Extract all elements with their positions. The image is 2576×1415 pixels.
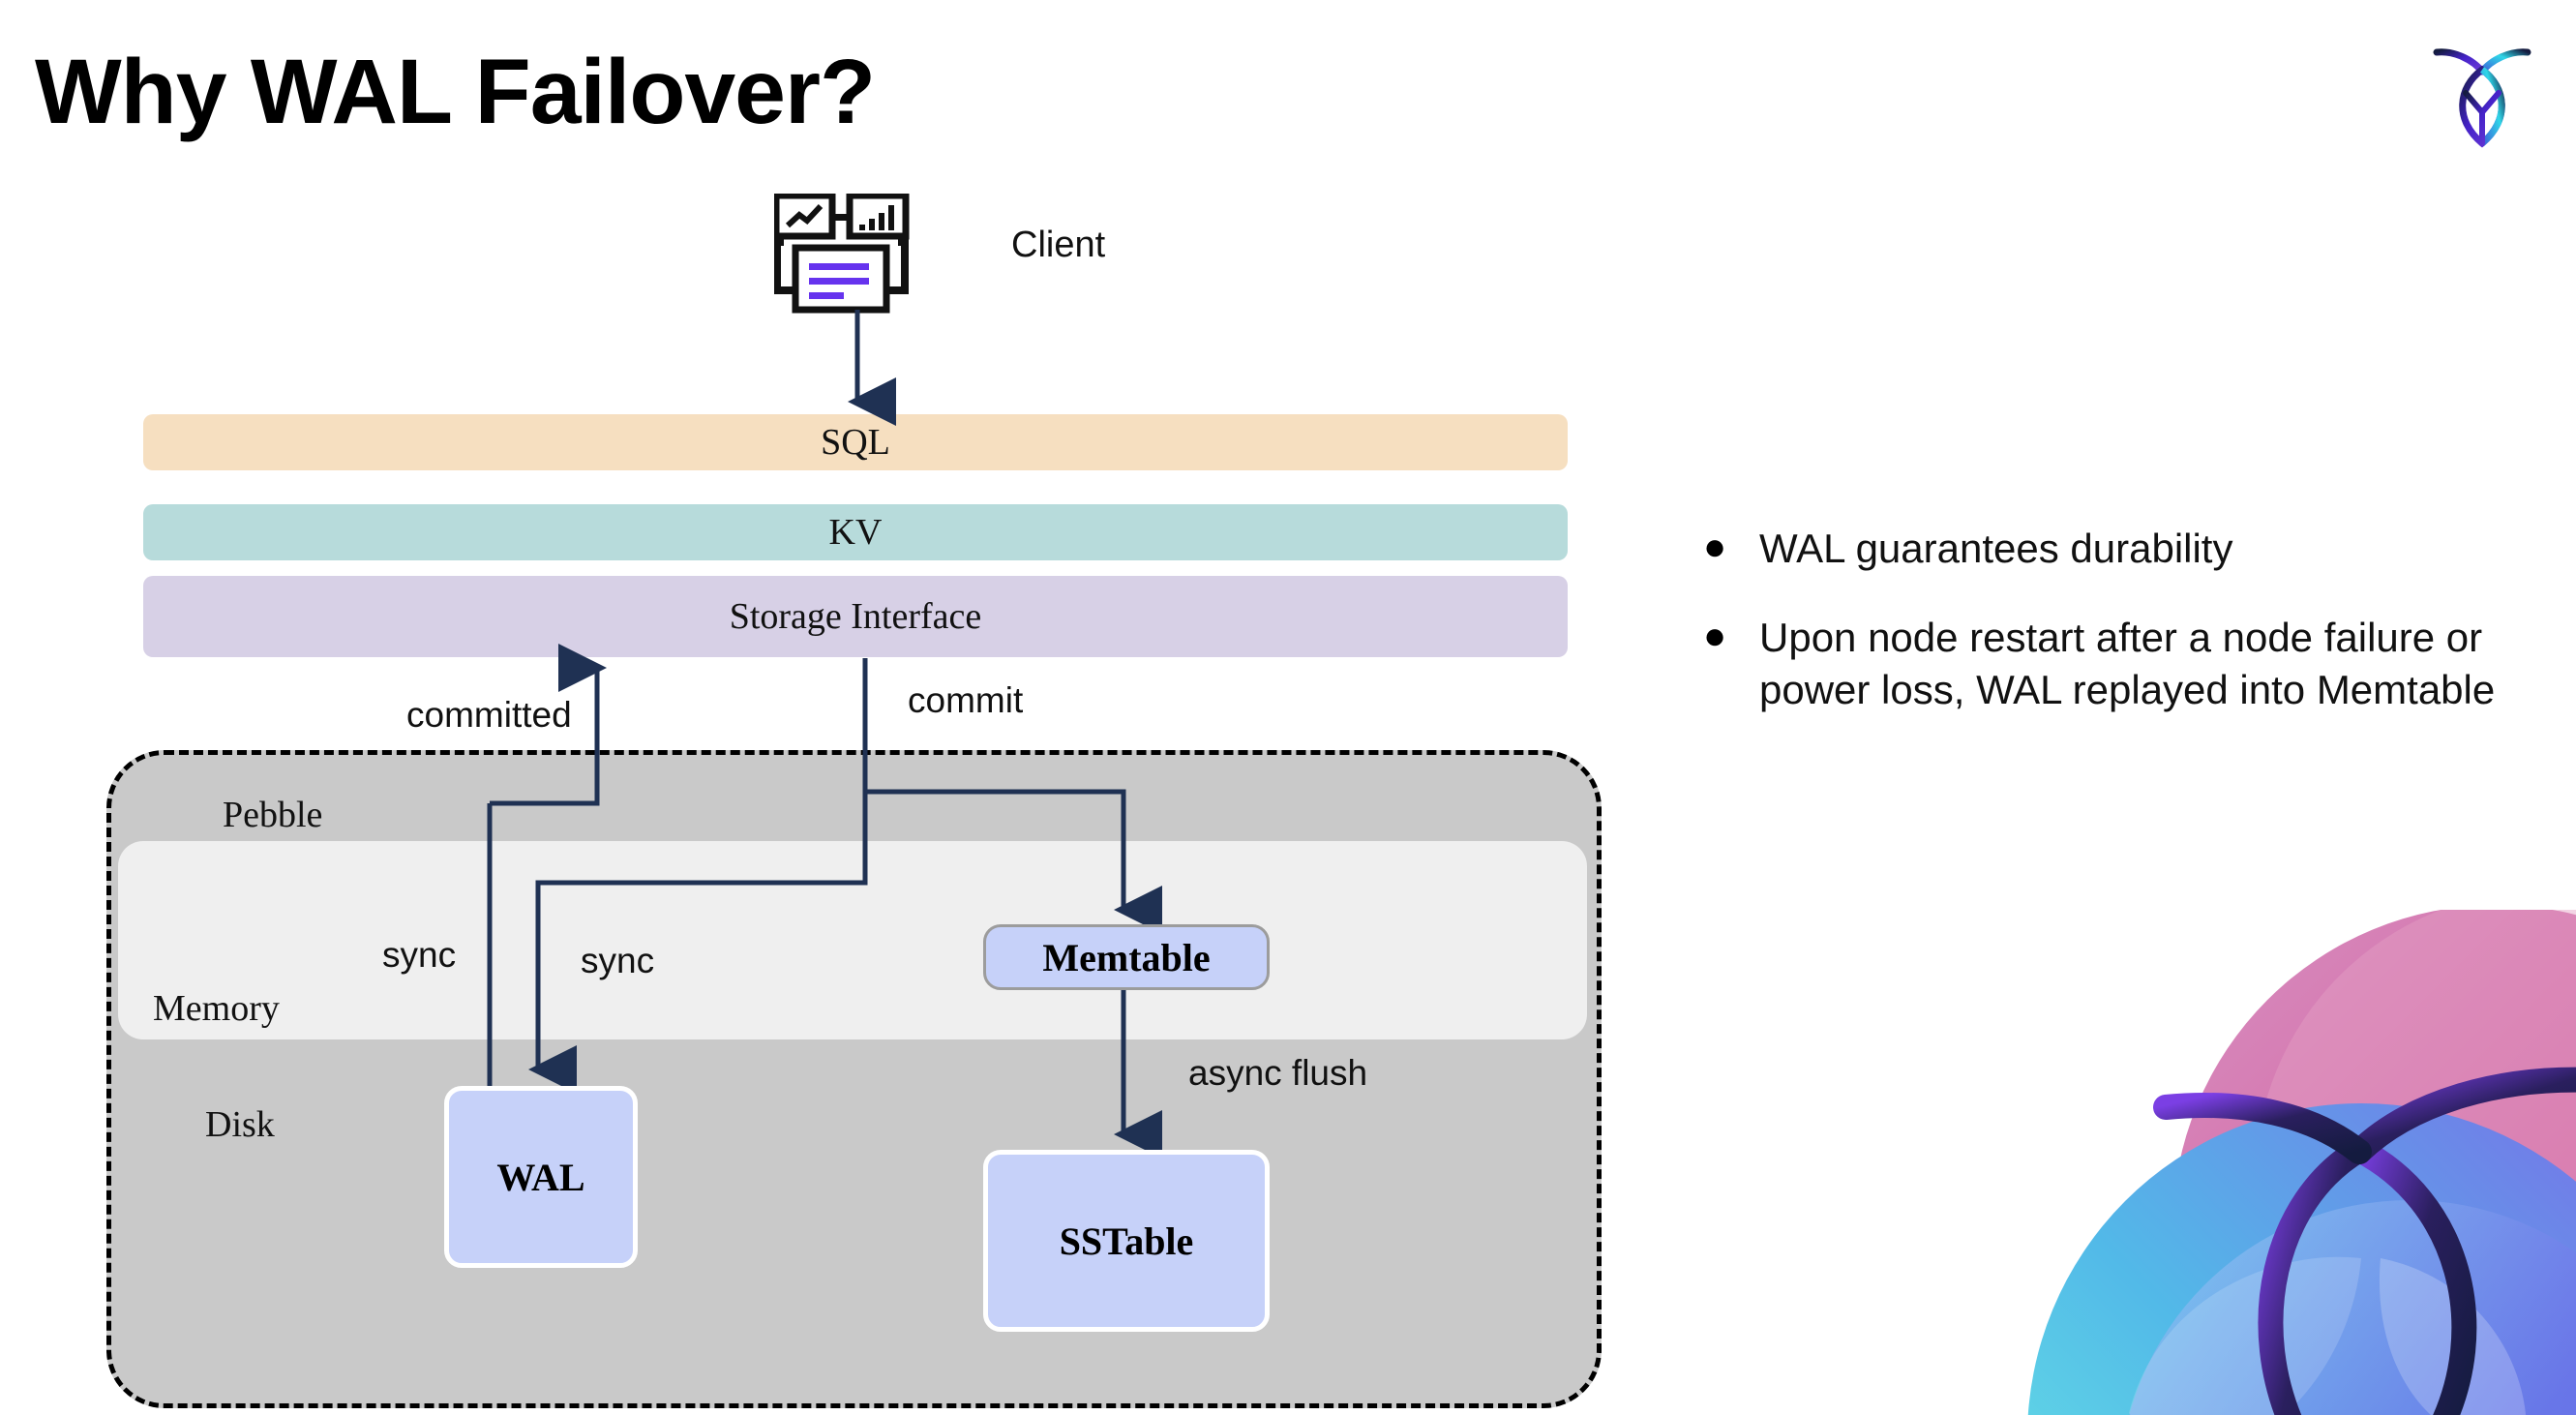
disk-label: Disk [205, 1104, 275, 1145]
memory-section [118, 841, 1587, 1039]
bullet-text: Upon node restart after a node failure o… [1759, 614, 2496, 712]
layer-bar-sql: SQL [143, 414, 1568, 470]
bullet-text: WAL guarantees durability [1759, 526, 2233, 571]
layer-label-storage-interface: Storage Interface [729, 596, 982, 637]
layer-label-sql: SQL [821, 422, 890, 463]
edge-label-sync-left: sync [382, 935, 457, 975]
memory-label: Memory [153, 988, 280, 1029]
node-sstable: SSTable [983, 1150, 1270, 1332]
bullet-marker-icon: ● [1703, 614, 1727, 657]
client-dashboard-icon [772, 192, 929, 315]
cockroachdb-decorative-circles-art [1955, 910, 2576, 1415]
client-label: Client [1011, 225, 1106, 265]
edge-label-committed: committed [406, 695, 572, 735]
node-label-sstable: SSTable [1059, 1219, 1194, 1263]
bullet-list: ● WAL guarantees durability ● Upon node … [1703, 523, 2526, 752]
node-wal: WAL [444, 1086, 638, 1268]
layer-bar-storage-interface: Storage Interface [143, 576, 1568, 657]
page-title: Why WAL Failover? [35, 41, 876, 143]
node-label-memtable: Memtable [1042, 935, 1211, 979]
node-label-wal: WAL [496, 1155, 585, 1199]
list-item: ● Upon node restart after a node failure… [1703, 612, 2526, 716]
list-item: ● WAL guarantees durability [1703, 523, 2526, 575]
pebble-label: Pebble [223, 795, 323, 835]
edge-label-sync-right: sync [581, 941, 655, 980]
layer-bar-kv: KV [143, 504, 1568, 560]
bullet-marker-icon: ● [1703, 526, 1727, 568]
cockroachdb-logo-icon [2419, 27, 2545, 153]
layer-label-kv: KV [828, 512, 883, 553]
edge-label-async-flush: async flush [1188, 1053, 1368, 1093]
edge-label-commit: commit [908, 680, 1024, 720]
node-memtable: Memtable [983, 924, 1270, 990]
